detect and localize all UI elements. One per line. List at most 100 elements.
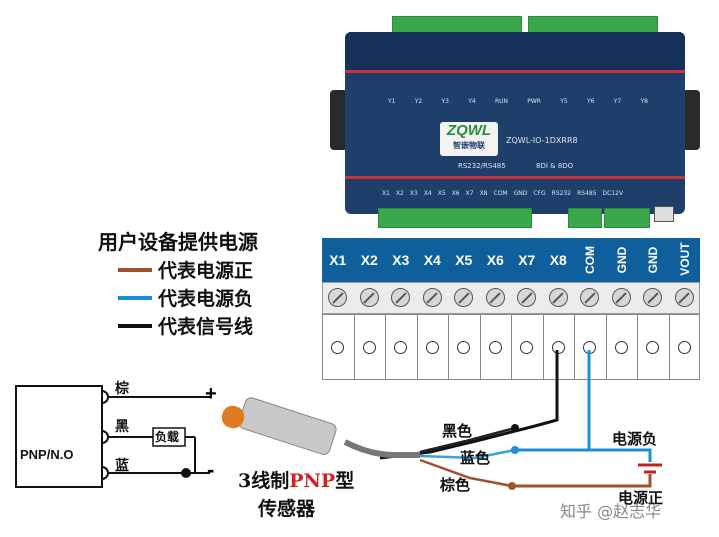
sensor-schematic-box xyxy=(15,385,103,488)
bottom-terminal-left xyxy=(378,208,532,228)
terminal-header xyxy=(322,238,700,282)
power-negative-line xyxy=(589,448,652,462)
led-label: Y2 xyxy=(414,98,423,105)
terminal-hole-icon xyxy=(677,341,691,354)
brand-logo-text: ZQWL xyxy=(446,122,492,139)
signal-wire xyxy=(379,350,559,460)
sensor-cable xyxy=(343,439,420,458)
wire-label-black: 黑 xyxy=(115,419,129,435)
bottom-label: X7 xyxy=(465,190,474,197)
terminal-label-x5: X5 xyxy=(455,252,473,268)
plus-sign: + xyxy=(205,383,217,405)
device-red-stripe-bottom xyxy=(345,176,685,179)
terminal-label-x1: X1 xyxy=(329,252,347,268)
brand-logo-cn: 智嵌物联 xyxy=(453,141,485,150)
legend-item-signal: 代表信号线 xyxy=(118,312,253,339)
com-wire-blue xyxy=(515,350,591,452)
terminal-divider xyxy=(448,314,449,380)
terminal-divider xyxy=(542,314,544,380)
power-positive-line xyxy=(512,474,652,488)
terminal-hole-icon xyxy=(331,341,345,354)
device-io-spec: 8DI & 8DO xyxy=(536,162,574,170)
power-positive-label: 电源正 xyxy=(618,489,664,507)
bottom-label: GND xyxy=(513,190,528,197)
power-negative-label: 电源负 xyxy=(612,430,658,448)
led-label: Y1 xyxy=(388,98,396,105)
wire-black-tail xyxy=(419,426,516,454)
terminal-divider xyxy=(637,314,638,380)
wire-color-black: 黑色 xyxy=(442,422,473,440)
bottom-label: X5 xyxy=(437,190,446,197)
caption-suffix: 型 xyxy=(335,470,355,492)
led-label: Y6 xyxy=(586,98,595,105)
brand-logo: ZQWL 智嵌物联 xyxy=(440,122,498,156)
device-interfaces: RS232/RS485 xyxy=(458,162,506,170)
led-row: Y1 Y2 Y3 Y4 RUN PWR Y5 Y6 Y7 Y8 xyxy=(388,98,648,118)
device-bottom-labels: X1 X2 X3 X4 X5 X6 X7 X8 COM GND CFG RS23… xyxy=(382,190,672,197)
wire-brown-tail xyxy=(419,458,513,488)
terminal-hole-icon xyxy=(646,341,660,354)
sensor-caption: 3线制PNP型 xyxy=(238,466,354,493)
bottom-label: RS232 xyxy=(551,190,572,197)
terminal-label-x8: X8 xyxy=(549,252,567,268)
minus-sign: - xyxy=(207,457,215,482)
led-label: Y5 xyxy=(560,98,568,105)
wire-blue-tail xyxy=(419,448,516,460)
dc-jack xyxy=(654,206,674,222)
terminal-hole-icon xyxy=(614,341,628,354)
caption-highlight: PNP xyxy=(289,470,336,492)
bottom-label: X1 xyxy=(382,190,390,197)
mounting-plate-left xyxy=(330,90,348,150)
led-label: PWR xyxy=(527,98,541,105)
terminal-hole-icon xyxy=(425,341,439,354)
terminal-screw-row xyxy=(322,282,700,314)
terminal-hole-icon xyxy=(457,341,471,354)
bottom-label: RS485 xyxy=(577,190,597,197)
terminal-label-x6: X6 xyxy=(486,252,504,268)
sensor-type-label: PNP/N.O xyxy=(20,447,74,462)
mounting-plate-right xyxy=(682,90,700,150)
load-label: 负载 xyxy=(155,430,180,444)
led-label: Y3 xyxy=(441,98,449,105)
legend-item-negative: 代表电源负 xyxy=(118,284,253,311)
wire-end-dot xyxy=(508,482,516,490)
bottom-terminal-right xyxy=(604,208,650,228)
terminal-divider xyxy=(605,314,607,380)
terminal-divider xyxy=(574,314,575,380)
led-label: Y7 xyxy=(613,98,622,105)
bottom-label: X3 xyxy=(409,190,418,197)
device-top-panel xyxy=(345,32,685,70)
watermark: 知乎 @赵志华 xyxy=(560,502,662,521)
terminal-hole-icon xyxy=(520,341,534,354)
bottom-label: CFG xyxy=(533,190,546,197)
terminal-hole-icon xyxy=(362,341,376,354)
terminal-divider xyxy=(479,314,481,380)
sensor-caption-line2: 传感器 xyxy=(258,498,316,520)
load-box xyxy=(152,427,186,447)
bottom-label: X2 xyxy=(395,190,404,197)
device-red-stripe-top xyxy=(345,70,685,73)
legend-swatch-brown xyxy=(118,267,152,272)
io-device: Y1 Y2 Y3 Y4 RUN PWR Y5 Y6 Y7 Y8 ZQWL 智嵌物… xyxy=(330,10,700,230)
wire-color-blue: 蓝色 xyxy=(460,449,491,467)
led-label: Y4 xyxy=(468,98,476,105)
legend-label: 代表信号线 xyxy=(158,316,254,338)
wire-color-brown: 棕色 xyxy=(440,476,471,494)
wire-label-blue: 蓝 xyxy=(115,458,129,474)
led-label: Y8 xyxy=(640,98,648,105)
sensor-barrel xyxy=(238,397,337,455)
terminal-divider xyxy=(416,314,418,380)
terminal-divider xyxy=(353,314,355,380)
device-model: ZQWL-IO-1DXRR8 xyxy=(506,136,578,145)
bottom-label: X8 xyxy=(479,190,488,197)
sensor-tip xyxy=(221,405,245,429)
legend-item-positive: 代表电源正 xyxy=(118,256,253,283)
bottom-label: COM xyxy=(493,190,508,197)
bottom-terminal-mid xyxy=(568,208,602,228)
bottom-label: X6 xyxy=(451,190,460,197)
led-label: RUN xyxy=(494,98,508,105)
terminal-divider xyxy=(668,314,670,380)
terminal-divider xyxy=(511,314,512,380)
legend-title: 用户设备提供电源 xyxy=(98,230,258,254)
